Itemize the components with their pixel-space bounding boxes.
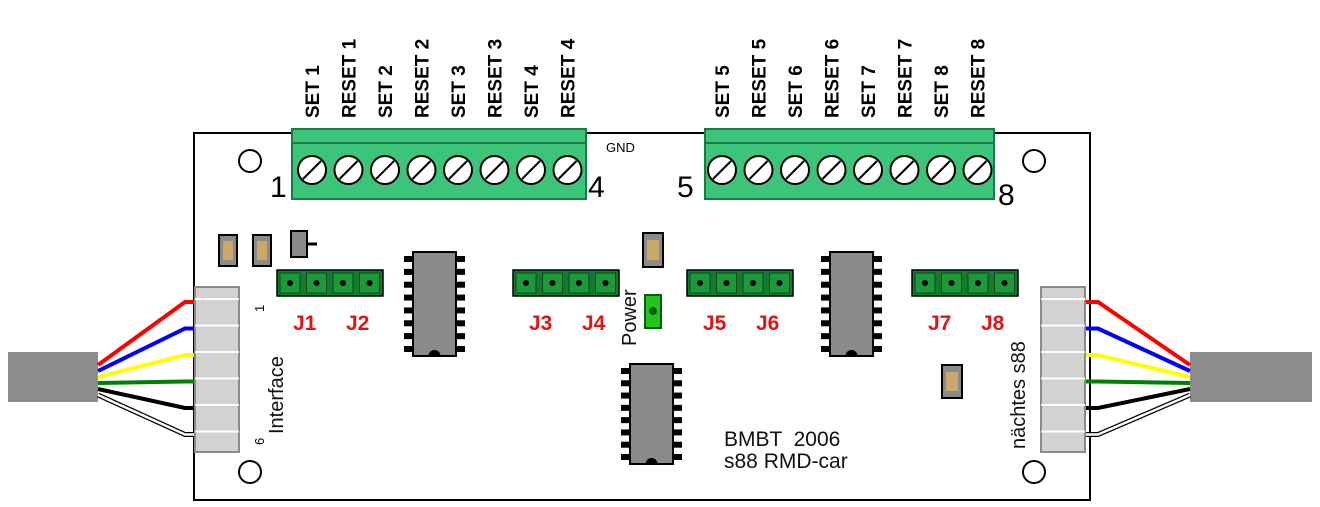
- credit-line-1: BMBT 2006: [724, 428, 840, 451]
- connector-pin-6: 6: [252, 438, 267, 445]
- jumper-header: [276, 269, 384, 297]
- right-terminal-label: SET 7: [859, 65, 880, 118]
- pin-number-1: 1: [270, 171, 287, 204]
- jumper-labels: J1 J2 J3 J4 J5 J6 J7 J8: [293, 312, 1005, 335]
- ribbon-connector: [1040, 286, 1086, 453]
- mounting-holes: [238, 149, 1046, 484]
- jumper-label-j2: J2: [346, 312, 369, 335]
- ic-notch: [645, 458, 658, 464]
- mounting-hole: [1022, 460, 1046, 484]
- right-terminal-label: RESET 6: [823, 39, 844, 118]
- jumper-header: [911, 269, 1019, 297]
- ic-body: [629, 363, 674, 465]
- jumper-label-j5: J5: [703, 312, 727, 335]
- transistor: [290, 230, 308, 258]
- ribbon-connectors: [194, 286, 1086, 453]
- jumper-label-j4: J4: [582, 312, 606, 335]
- credit-line-2: s88 RMD-car: [724, 450, 848, 473]
- cable-right: [1190, 352, 1312, 402]
- jumper-header: [512, 269, 620, 297]
- cable-sheath-left: [8, 352, 98, 402]
- pin-number-8: 8: [998, 179, 1015, 212]
- next-s88-label: nächtes s88: [1008, 341, 1030, 449]
- left-terminal-label: SET 3: [449, 65, 470, 118]
- mounting-hole: [1022, 149, 1046, 173]
- right-terminal-label: SET 5: [713, 65, 734, 118]
- mounting-hole: [238, 460, 262, 484]
- jumper-label-j3: J3: [529, 312, 552, 335]
- left-terminal-label: SET 4: [522, 65, 543, 118]
- right-terminal-label: RESET 5: [750, 38, 771, 118]
- connector-body: [194, 286, 240, 453]
- cable-sheath-right: [1190, 352, 1312, 402]
- terminal-screws: [297, 155, 993, 185]
- integrated-circuits: [404, 251, 882, 465]
- ic-chip: [821, 251, 882, 357]
- mounting-hole: [238, 149, 262, 173]
- pin-number-4: 4: [588, 171, 605, 204]
- ic-chip: [404, 251, 465, 357]
- left-terminal-label: RESET 4: [559, 38, 580, 118]
- jumper-label-j7: J7: [928, 312, 951, 335]
- ic-chip: [621, 363, 682, 465]
- right-terminal-label: SET 8: [932, 65, 953, 118]
- ic-body: [829, 251, 874, 357]
- ic-body: [412, 251, 457, 357]
- jumper-header: [686, 269, 794, 297]
- cable-left: [8, 352, 98, 402]
- power-led: [644, 294, 662, 329]
- right-terminal-label: RESET 8: [969, 39, 990, 118]
- pin-number-5: 5: [677, 171, 694, 204]
- left-terminal-label: RESET 3: [486, 39, 507, 118]
- connector-body: [1040, 286, 1086, 453]
- small-components: [218, 230, 963, 399]
- ic-notch: [845, 350, 858, 356]
- right-terminal-label: SET 6: [786, 65, 807, 118]
- jumper-label-j1: J1: [293, 312, 317, 335]
- terminal-labels: SET 1 RESET 1 SET 2 RESET 2 SET 3 RESET 3 SET …: [303, 38, 990, 118]
- ic-notch: [428, 350, 441, 356]
- gnd-label: GND: [606, 140, 635, 155]
- left-terminal-label: SET 1: [303, 65, 324, 118]
- jumper-headers: [276, 269, 1019, 297]
- right-terminal-label: RESET 7: [896, 39, 917, 118]
- left-terminal-label: SET 2: [376, 65, 397, 118]
- jumper-label-j6: J6: [756, 312, 779, 335]
- power-label: Power: [619, 289, 641, 346]
- connector-pin-1: 1: [252, 305, 267, 312]
- ribbon-connector: [194, 286, 240, 453]
- jumper-label-j8: J8: [981, 312, 1005, 335]
- interface-label: Interface: [266, 356, 288, 434]
- left-terminal-label: RESET 2: [413, 39, 434, 118]
- left-terminal-label: RESET 1: [340, 38, 361, 118]
